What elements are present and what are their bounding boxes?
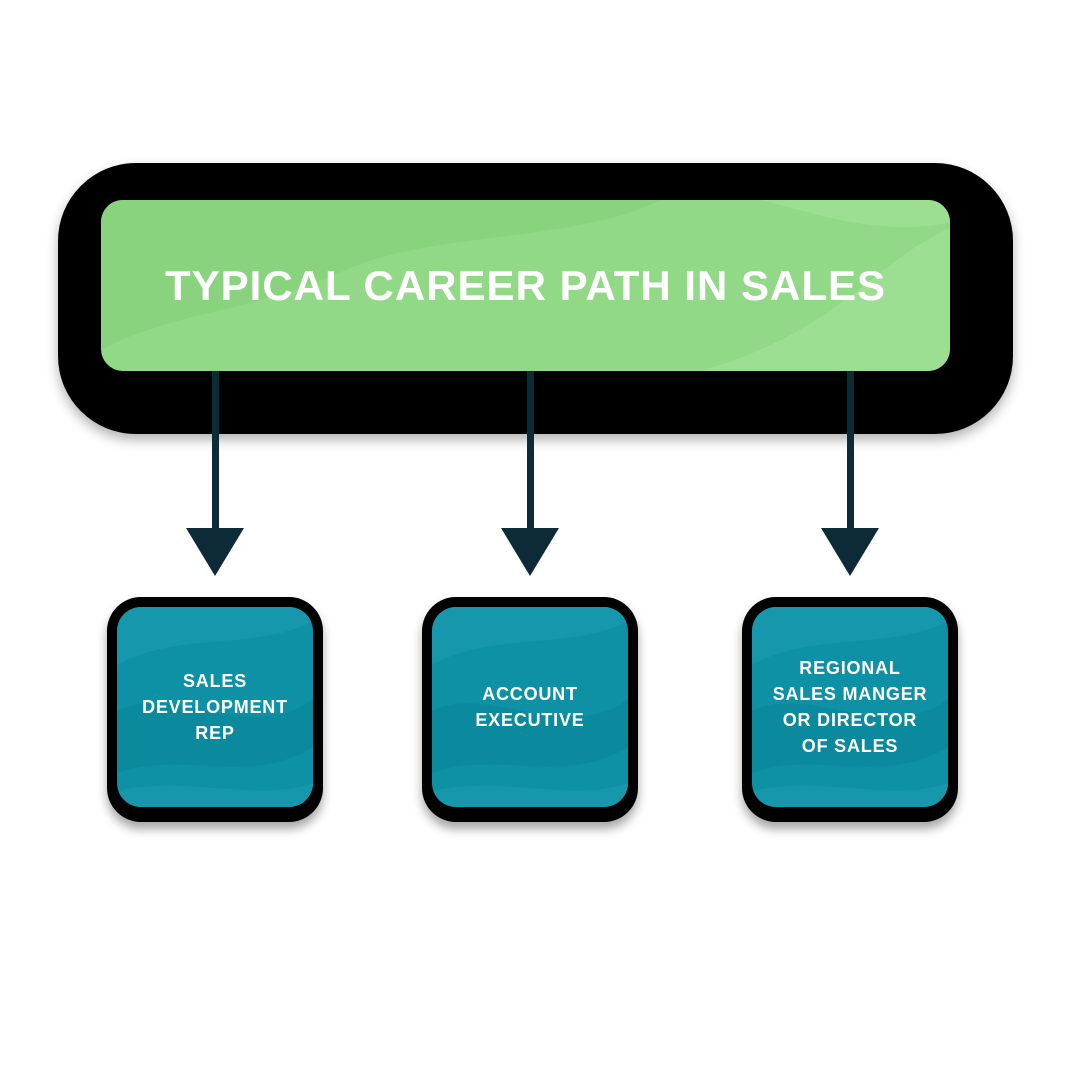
node-label: REGIONAL SALES MANGER OR DIRECTOR OF SAL…	[772, 658, 928, 756]
arrow-down-icon	[821, 528, 879, 576]
arrow-down-icon	[186, 528, 244, 576]
connector-arrow-1	[186, 371, 244, 576]
node-label: SALES DEVELOPMENT REP	[142, 671, 288, 743]
node-frame-sales-development-rep: SALES DEVELOPMENT REP	[107, 597, 323, 822]
node-sales-development-rep: SALES DEVELOPMENT REP	[117, 607, 313, 807]
arrow-shaft	[211, 371, 219, 531]
connector-arrow-3	[821, 371, 879, 576]
node-wave-pattern	[117, 607, 313, 807]
node-regional-sales-manager: REGIONAL SALES MANGER OR DIRECTOR OF SAL…	[752, 607, 948, 807]
node-frame-regional-sales-manager: REGIONAL SALES MANGER OR DIRECTOR OF SAL…	[742, 597, 958, 822]
connector-arrow-2	[501, 371, 559, 576]
node-wave-pattern	[752, 607, 948, 807]
title-banner: TYPICAL CAREER PATH IN SALES	[101, 200, 950, 371]
page-title: TYPICAL CAREER PATH IN SALES	[164, 261, 887, 309]
arrow-down-icon	[501, 528, 559, 576]
node-wave-pattern	[432, 607, 628, 807]
node-label: ACCOUNT EXECUTIVE	[475, 684, 585, 730]
node-frame-account-executive: ACCOUNT EXECUTIVE	[422, 597, 638, 822]
banner-wave-pattern	[101, 200, 950, 371]
arrow-shaft	[526, 371, 534, 531]
arrow-shaft	[846, 371, 854, 531]
node-account-executive: ACCOUNT EXECUTIVE	[432, 607, 628, 807]
